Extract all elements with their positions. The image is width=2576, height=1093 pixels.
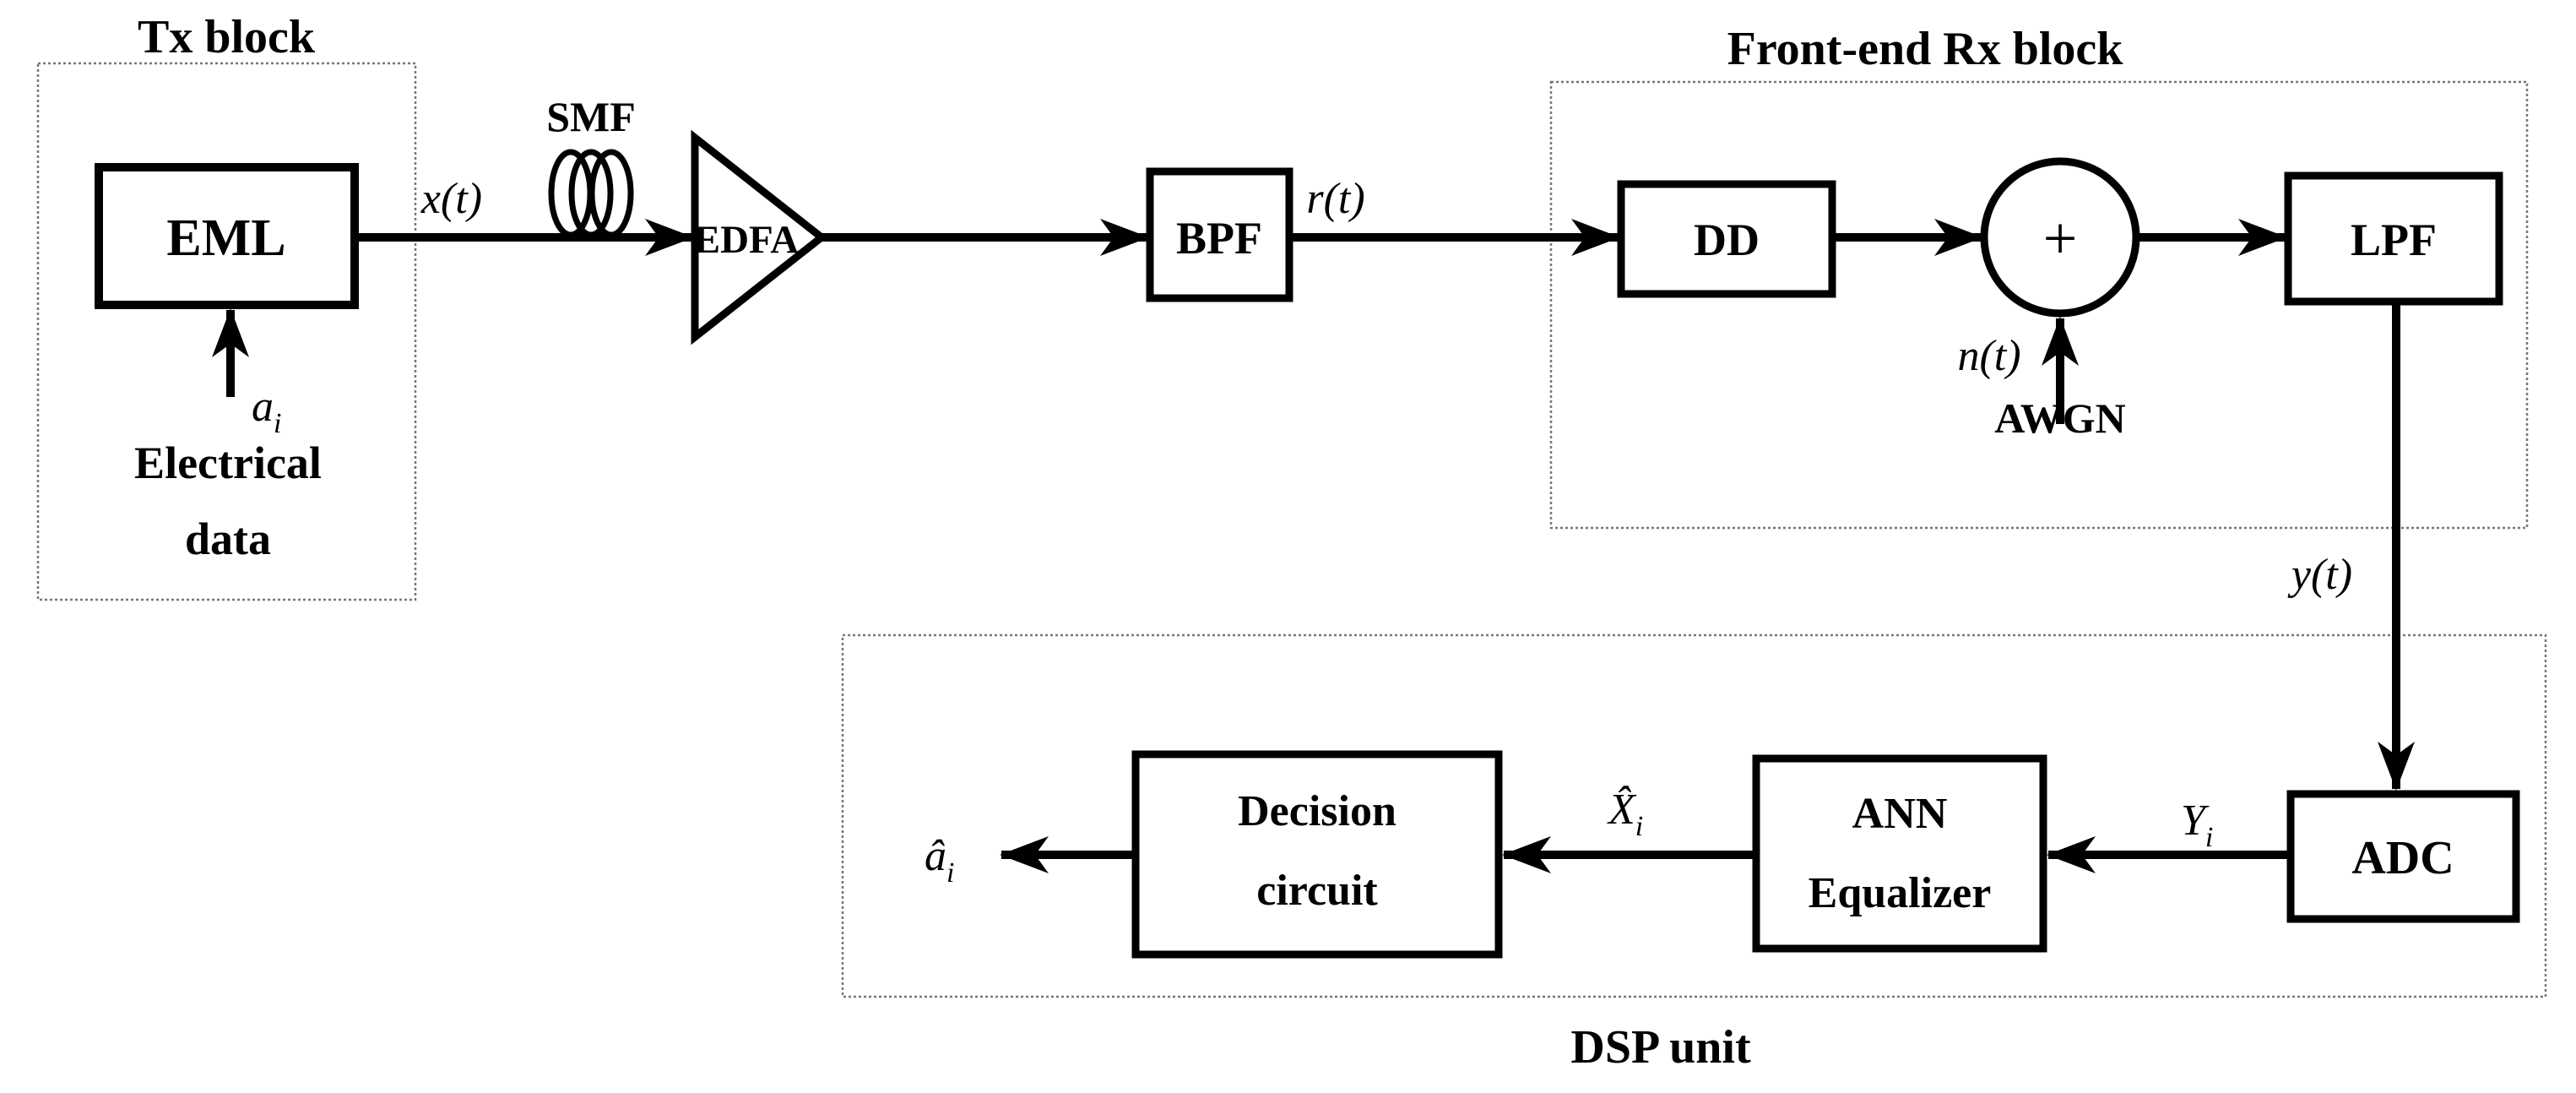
- electrical-data-line2: data: [185, 514, 271, 564]
- dsp-unit-title: DSP unit: [1570, 1021, 1751, 1074]
- adc-label: ADC: [2351, 832, 2454, 884]
- lpf-label: LPF: [2351, 215, 2437, 265]
- eml-box: [95, 163, 359, 309]
- signal-x-t: x(t): [420, 175, 482, 223]
- edfa-label: EDFA: [694, 218, 800, 262]
- tx-block-title: Tx block: [138, 11, 316, 63]
- awgn-label: AWGN: [1994, 394, 2126, 442]
- lpf-box: [2284, 171, 2503, 306]
- signal-a-hat-i: âi: [925, 832, 954, 889]
- smf-label: SMF: [546, 93, 636, 140]
- adder-plus-sign: +: [2043, 204, 2078, 272]
- ann-equalizer-box: [1752, 754, 2047, 953]
- signal-r-t: r(t): [1306, 175, 1364, 223]
- front-end-rx-title: Front-end Rx block: [1727, 23, 2124, 75]
- signal-wires: [212, 219, 2415, 873]
- eml-label: EML: [166, 209, 285, 267]
- decision-circuit-box: [1131, 750, 1503, 959]
- ann-equalizer-line2: Equalizer: [1809, 869, 1992, 917]
- noise-symbol-n-t: n(t): [1957, 332, 2020, 380]
- decision-circuit-line2: circuit: [1256, 867, 1378, 915]
- signal-y-t: y(t): [2287, 551, 2352, 599]
- tx-block-outline: [36, 62, 417, 601]
- signal-Y-i: Yi: [2181, 797, 2213, 853]
- adc-box: [2286, 790, 2520, 923]
- bpf-box: [1146, 167, 1293, 302]
- edfa-amplifier-triangle: [691, 129, 828, 345]
- decision-circuit-line1: Decision: [1238, 787, 1396, 835]
- front-end-rx-block-outline: [1549, 80, 2529, 530]
- dsp-unit-outline: [841, 634, 2547, 998]
- smf-fiber-coil-icon: [548, 149, 634, 238]
- bpf-label: BPF: [1176, 213, 1262, 264]
- electrical-data-line1: Electrical: [134, 438, 322, 488]
- adder-circle: [1980, 157, 2140, 318]
- input-symbol-a-i: ai: [252, 383, 281, 439]
- ann-equalizer-line1: ANN: [1852, 790, 1948, 838]
- dd-box: [1617, 180, 1836, 298]
- dd-label: DD: [1694, 215, 1760, 265]
- signal-X-hat-i: X̂i: [1607, 786, 1643, 842]
